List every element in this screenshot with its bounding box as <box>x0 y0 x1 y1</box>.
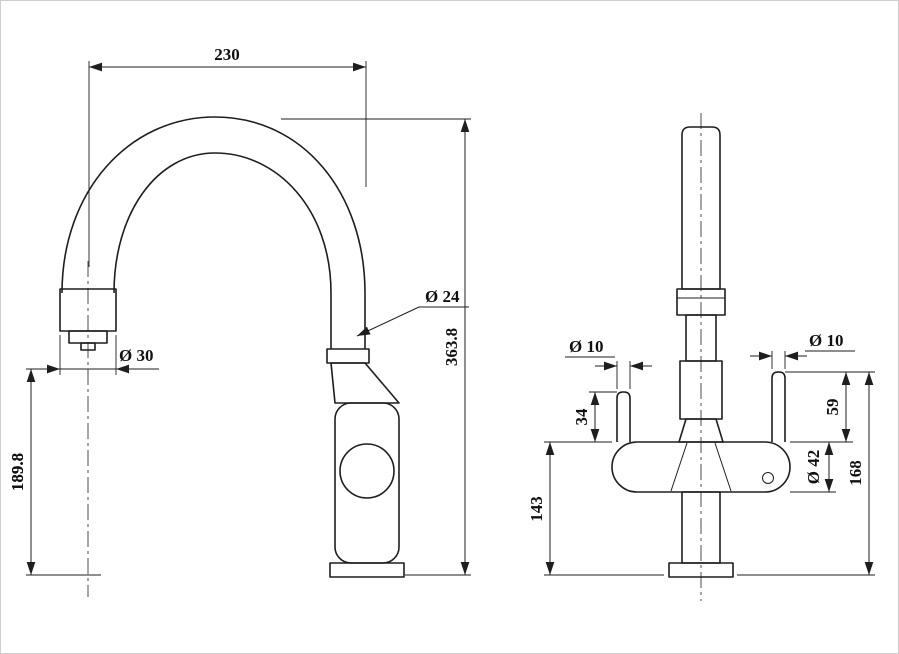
dim-outlet-height: 189.8 189.8 <box>8 368 159 576</box>
dim-right-handle-diameter: Ø 10 <box>750 331 855 369</box>
body-seam-right <box>714 442 732 492</box>
dim-right-handle-height-label: 59 <box>823 399 842 416</box>
dim-left-handle-diameter: Ø 10 <box>565 337 652 389</box>
dim-right-handle-diameter-label: Ø 10 <box>809 331 843 350</box>
dim-tube-diameter: Ø 24 <box>356 287 469 337</box>
dim-total-handle-height-label: 168 <box>846 460 865 486</box>
body-seam-left <box>670 442 688 492</box>
dim-body-height: 143 <box>527 441 664 576</box>
right-handle-lever <box>771 371 786 442</box>
left-handle-lever <box>616 391 631 442</box>
dim-spout-reach: 230 <box>88 45 367 267</box>
dim-body-diameter: Ø 42 <box>790 442 836 493</box>
dim-right-handle-height: 59 <box>785 371 875 443</box>
dim-outlet-diameter: Ø 30 <box>38 335 153 375</box>
dim-left-handle-height: 34 <box>572 391 617 442</box>
faucet-body-side <box>334 402 400 564</box>
base-flange-side <box>329 562 405 578</box>
gooseneck-outer-curve <box>61 116 366 349</box>
side-view: 230 363.8 189.8 189.8 Ø 30 <box>8 45 471 597</box>
dim-body-height-label: 143 <box>527 496 546 522</box>
gooseneck-inner-curve <box>113 152 332 349</box>
dim-total-height: 363.8 <box>281 118 471 576</box>
dim-spout-reach-label: 230 <box>214 45 240 64</box>
handle-screw-detail <box>762 472 774 484</box>
dim-outlet-height-label-value: 189.8 <box>8 453 27 491</box>
leader-line <box>356 306 420 337</box>
dim-left-handle-diameter-label: Ø 10 <box>569 337 603 356</box>
spout-cylinder-front <box>681 126 721 290</box>
base-flange-front <box>668 562 734 578</box>
dim-tube-diameter-label: Ø 24 <box>425 287 460 306</box>
handle-ball <box>339 443 395 499</box>
dim-total-height-label: 363.8 <box>442 328 461 366</box>
neck-taper <box>330 362 400 404</box>
dim-total-handle-height: 168 <box>737 372 875 576</box>
dim-body-diameter-label: Ø 42 <box>804 450 823 484</box>
dim-left-handle-height-label: 34 <box>572 408 591 426</box>
dim-outlet-height-label: 189.8 <box>8 453 27 491</box>
dim-outlet-diameter-label: Ø 30 <box>119 346 153 365</box>
swivel-collar <box>326 348 370 364</box>
aerator-tip <box>80 342 96 351</box>
front-view: Ø 10 Ø 10 34 59 Ø 42 <box>527 113 875 601</box>
